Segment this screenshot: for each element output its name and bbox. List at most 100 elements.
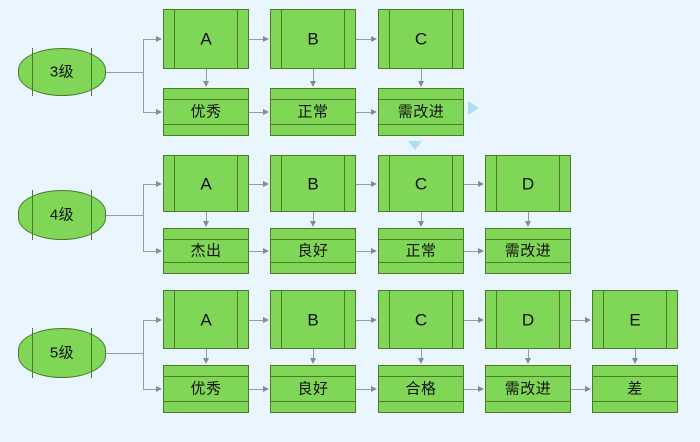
grade-box[interactable]: D: [485, 155, 571, 212]
rating-box[interactable]: 需改进: [485, 365, 571, 413]
branch-to-grade-line: [143, 183, 157, 185]
rating-box[interactable]: 优秀: [163, 88, 249, 136]
grade-to-rating-line: [421, 212, 422, 222]
rating-box[interactable]: 需改进: [378, 88, 464, 136]
level-label: 3级: [49, 63, 75, 81]
rating-box[interactable]: 杰出: [163, 228, 249, 274]
grade-box-right-bar: [452, 155, 453, 212]
rating-box[interactable]: 正常: [378, 228, 464, 274]
grade-box-right-bar: [237, 155, 238, 212]
grade-box-right-bar: [452, 9, 453, 69]
rating-box-top-bar: [270, 376, 356, 377]
rating-chain-arrow: [478, 386, 484, 392]
grade-chain-arrow: [371, 316, 377, 323]
cylinder-stub-line: [106, 215, 143, 216]
cylinder-left-cap: [32, 48, 33, 96]
grade-box-right-bar: [237, 9, 238, 69]
rating-box-label: 合格: [405, 380, 437, 398]
rating-box-label: 良好: [297, 242, 329, 260]
rating-chain-arrow: [585, 386, 591, 392]
level-cylinder-3[interactable]: 5级: [18, 328, 106, 378]
grade-box-left-bar: [174, 290, 175, 349]
level-label: 5级: [49, 344, 75, 362]
grade-to-rating-line: [528, 212, 529, 222]
grade-to-rating-arrow: [632, 358, 638, 364]
grade-box-right-bar: [237, 290, 238, 349]
grade-box-right-bar: [559, 155, 560, 212]
level-cylinder-2[interactable]: 4级: [18, 190, 106, 240]
rating-box-top-bar: [592, 376, 678, 377]
grade-to-rating-line: [421, 69, 422, 82]
grade-to-rating-arrow: [310, 358, 316, 364]
grade-box-right-bar: [666, 290, 667, 349]
rating-chain-line: [356, 389, 372, 390]
rating-box-bottom-bar: [378, 124, 464, 125]
grade-box[interactable]: D: [485, 290, 571, 349]
cylinder-stub-line: [106, 72, 143, 73]
grade-box[interactable]: C: [378, 155, 464, 212]
rating-box[interactable]: 需改进: [485, 228, 571, 274]
rating-chain-line: [249, 389, 264, 390]
rating-box[interactable]: 良好: [270, 365, 356, 413]
grade-chain-arrow: [478, 180, 484, 187]
rating-box-top-bar: [163, 99, 249, 100]
grade-to-rating-line: [206, 212, 207, 222]
grade-box[interactable]: A: [163, 155, 249, 212]
grade-box[interactable]: B: [270, 9, 356, 69]
rating-box[interactable]: 优秀: [163, 365, 249, 413]
rating-chain-line: [249, 251, 264, 252]
branch-to-rating-arrow: [156, 109, 162, 115]
rating-box-label: 差: [627, 380, 643, 398]
rating-box-bottom-bar: [163, 401, 249, 402]
grade-box-label: A: [200, 174, 212, 193]
rating-chain-line: [464, 389, 479, 390]
rating-box[interactable]: 良好: [270, 228, 356, 274]
rating-box-label: 需改进: [397, 103, 445, 121]
rating-box-top-bar: [270, 239, 356, 240]
rating-chain-line: [356, 112, 372, 113]
grade-to-rating-arrow: [310, 221, 316, 227]
rating-box-bottom-bar: [378, 401, 464, 402]
rating-box-bottom-bar: [485, 401, 571, 402]
grade-box-left-bar: [603, 290, 604, 349]
rating-box-label: 杰出: [190, 242, 222, 260]
grade-to-rating-line: [313, 349, 314, 359]
rating-box[interactable]: 正常: [270, 88, 356, 136]
rating-box-top-bar: [163, 239, 249, 240]
grade-box-label: C: [414, 174, 428, 193]
rating-box[interactable]: 差: [592, 365, 678, 413]
level-cylinder-1[interactable]: 3级: [18, 48, 106, 96]
branch-to-grade-line: [143, 39, 157, 40]
grade-to-rating-arrow: [418, 358, 424, 364]
rating-box-top-bar: [378, 376, 464, 377]
play-triangle-down-icon: [408, 141, 422, 150]
grade-chain-line: [249, 183, 264, 185]
play-triangle-right-icon: [468, 101, 479, 115]
grade-box-left-bar: [496, 290, 497, 349]
grade-box[interactable]: A: [163, 9, 249, 69]
grade-chain-line: [249, 39, 264, 40]
grade-box[interactable]: C: [378, 9, 464, 69]
branch-to-rating-line: [143, 389, 157, 390]
grade-box[interactable]: A: [163, 290, 249, 349]
grade-to-rating-arrow: [418, 81, 424, 87]
grade-chain-line: [464, 319, 479, 321]
grade-to-rating-line: [528, 349, 529, 359]
branch-vertical-line: [143, 319, 144, 389]
cylinder-right-cap: [91, 48, 92, 96]
rating-box[interactable]: 合格: [378, 365, 464, 413]
branch-vertical-line: [143, 39, 144, 112]
grade-to-rating-line: [313, 69, 314, 82]
grade-chain-arrow: [478, 316, 484, 323]
grade-box[interactable]: E: [592, 290, 678, 349]
grade-box[interactable]: B: [270, 155, 356, 212]
rating-box-label: 优秀: [190, 380, 222, 398]
grade-to-rating-line: [206, 69, 207, 82]
rating-box-label: 良好: [297, 380, 329, 398]
grade-to-rating-arrow: [525, 358, 531, 364]
grade-box[interactable]: B: [270, 290, 356, 349]
grade-box[interactable]: C: [378, 290, 464, 349]
grade-box-label: A: [200, 29, 212, 49]
rating-box-bottom-bar: [270, 262, 356, 263]
